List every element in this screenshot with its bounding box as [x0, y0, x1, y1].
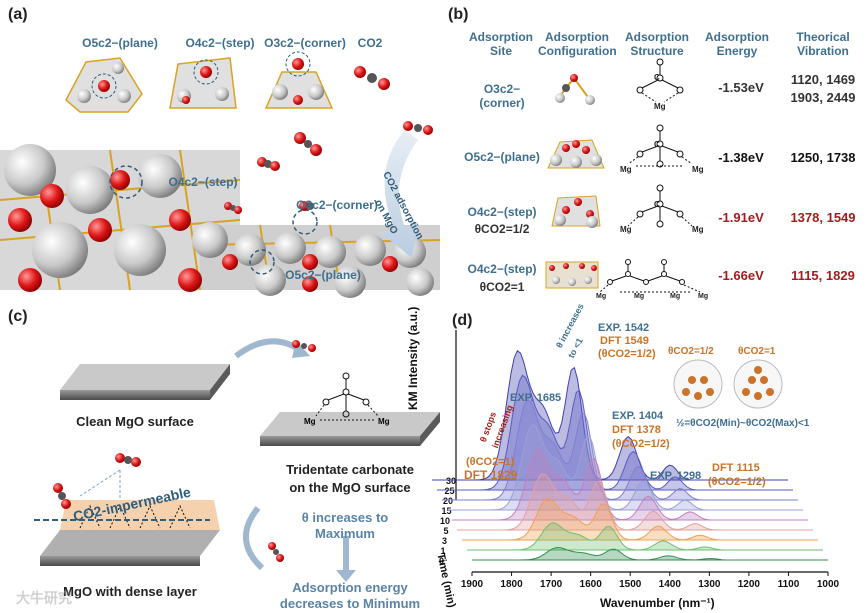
mgo-surface-illustration	[0, 132, 441, 298]
ann-dft1549: DFT 1549	[600, 335, 649, 347]
cluster-step	[169, 57, 237, 109]
ann-exp1542: EXP. 1542	[598, 322, 650, 334]
site-label-plane: O5c2−(plane)	[82, 36, 158, 50]
row1-vib1: 1120, 1469	[790, 72, 856, 87]
theta-max-text-1: θ increases to	[301, 510, 389, 525]
inset-label-one: θCO2=1	[738, 346, 776, 357]
surface-label-step: O4c2−(step)	[168, 175, 238, 189]
inset-label-half: θCO2=1/2	[668, 346, 714, 357]
ann-dft1378: DFT 1378	[612, 424, 661, 436]
surface-label-corner: O3c2−(corner)	[296, 198, 378, 212]
surface-label-plane: O5c2−(plane)	[285, 268, 361, 282]
inset-range-text: ½=θCO2(Min)~θCO2(Max)<1	[676, 418, 810, 429]
header-vibration: Theorical Vibration	[796, 30, 850, 58]
cluster-corner	[264, 51, 334, 109]
chart-ylabel: KM Intensity (a.u.)	[406, 306, 420, 410]
energy-min-text-1: Adsorption energy	[292, 580, 408, 595]
dense-layer-caption: MgO with dense layer	[63, 584, 197, 599]
co2-arrow-molecule	[403, 121, 433, 135]
ann-exp1685: EXP. 1685	[510, 392, 562, 404]
ann-exp1298: EXP. 1298	[650, 470, 702, 482]
row2-vib1: 1250, 1738	[790, 150, 856, 165]
row4-theta: θCO2=1	[479, 280, 525, 294]
ann-th1829: (θCO2=1)	[466, 456, 515, 468]
panel-b-label: (b)	[448, 6, 469, 23]
row3-site: O4c2−(step)	[467, 205, 537, 219]
ann-exp1404: EXP. 1404	[612, 410, 664, 422]
ann-th1549: (θCO2=1/2)	[598, 348, 656, 360]
ann-dft1115: DFT 1115	[712, 462, 760, 474]
row3-vib1: 1378, 1549	[790, 210, 856, 225]
row3-theta: θCO2=1/2	[474, 222, 530, 236]
cluster-plane	[65, 57, 143, 113]
ann-th1115: (θCO2=1/2)	[708, 476, 766, 488]
panel-c-label: (c)	[8, 308, 28, 325]
site-label-corner: O3c2−(corner)	[264, 36, 346, 50]
tridentate-caption-2: on the MgO surface	[289, 480, 411, 495]
tridentate-caption-1: Tridentate carbonate	[286, 462, 414, 477]
watermark: 大牛研究	[16, 590, 72, 606]
row2-energy: -1.38eV	[718, 150, 764, 165]
header-structure: Adsorption Structure	[625, 30, 689, 58]
ann-th1378: (θCO2=1/2)	[612, 438, 670, 450]
energy-min-text-2: decreases to Minimum	[279, 596, 421, 611]
ann-dft1829: DFT 1829	[464, 468, 518, 482]
chart-xlabel: Wavenumber (nm⁻¹)	[600, 596, 715, 610]
header-configuration: Adsorption Configuration	[538, 30, 617, 58]
clean-surface-caption: Clean MgO surface	[76, 414, 194, 429]
row4-energy: -1.66eV	[718, 268, 764, 283]
row2-site: O5c2−(plane)	[464, 150, 540, 164]
header-site: Adsorption Site	[469, 30, 533, 58]
panel-a-label: (a)	[8, 6, 28, 23]
co2-molecule-icon	[354, 66, 390, 90]
row1-vib2: 1903, 2449	[790, 90, 856, 105]
theta-max-text-2: Maximum	[315, 526, 375, 541]
site-label-step: O4c2−(step)	[185, 36, 255, 50]
row3-energy: -1.91eV	[718, 210, 764, 225]
row1-site: O3c2−(corner)	[479, 82, 525, 110]
row4-site: O4c2−(step)	[467, 262, 537, 276]
header-energy: Adsorption Energy	[705, 30, 769, 58]
adsorption-arrow	[380, 130, 418, 258]
row4-vib1: 1115, 1829	[791, 268, 855, 283]
row1-energy: -1.53eV	[718, 80, 764, 95]
site-label-co2: CO2	[357, 36, 383, 50]
panel-d-label: (d)	[452, 312, 473, 329]
